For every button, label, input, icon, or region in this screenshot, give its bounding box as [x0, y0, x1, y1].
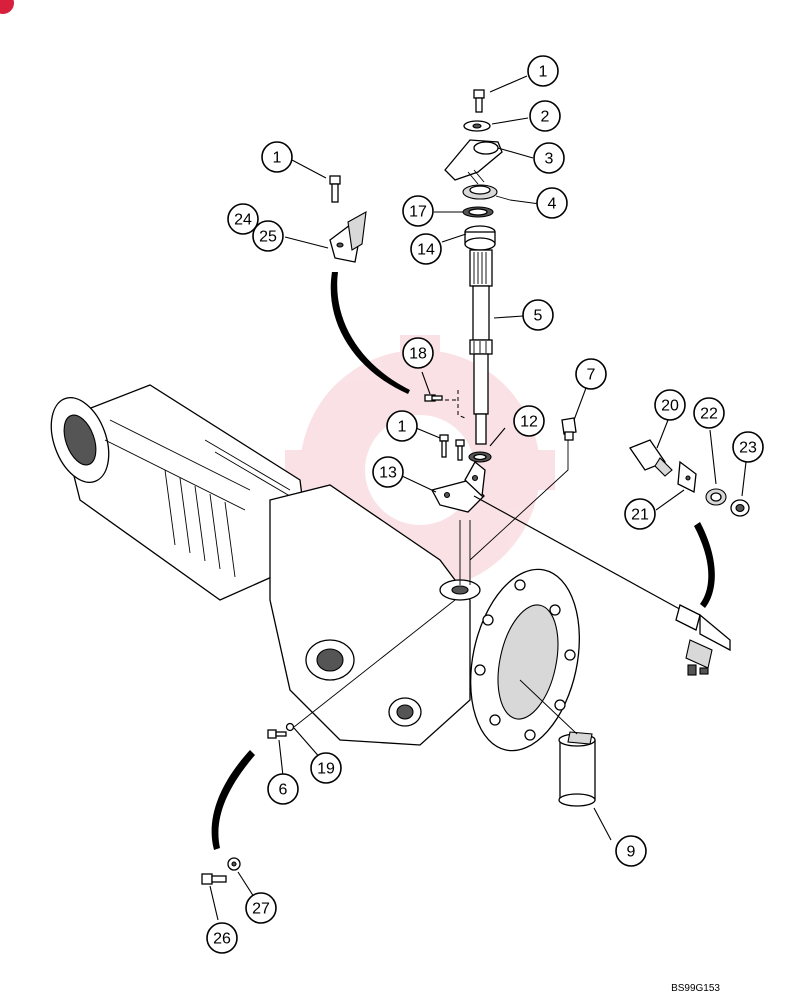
callout-number: 20: [661, 398, 679, 415]
callout-number: 7: [587, 367, 596, 384]
callout-26: 26: [206, 922, 238, 954]
pivot-pin: [558, 731, 596, 807]
callout-circle: [522, 299, 554, 331]
callout-1: 1: [386, 410, 418, 442]
callout-circle: [575, 358, 607, 390]
callout-circle: [227, 203, 259, 235]
callout-6: 6: [267, 773, 299, 805]
callout-3: 3: [533, 142, 565, 174]
shaft-assembly: [444, 89, 511, 585]
callout-circle: [252, 220, 284, 252]
callout-number: 3: [545, 151, 554, 168]
callout-number: 4: [548, 196, 557, 213]
callout-number: 27: [252, 901, 270, 918]
callout-number: 13: [379, 465, 397, 482]
callout-circle: [267, 773, 299, 805]
callout-circle: [624, 498, 656, 530]
callout-number: 18: [409, 346, 427, 363]
callout-2: 2: [529, 100, 561, 132]
callout-24: 24: [227, 203, 259, 235]
callout-19: 19: [310, 752, 342, 784]
callout-circle: [410, 233, 442, 265]
callout-12: 12: [513, 405, 545, 437]
callout-7: 7: [575, 358, 607, 390]
callout-23: 23: [732, 431, 764, 463]
callout-22: 22: [693, 397, 725, 429]
callout-number: 6: [279, 782, 288, 799]
callout-number: 26: [213, 931, 231, 948]
callout-25: 25: [252, 220, 284, 252]
callout-circle: [527, 55, 559, 87]
callout-circle: [372, 456, 404, 488]
mounting-plate-assembly: [424, 390, 486, 513]
callout-number: 21: [631, 507, 649, 524]
callout-18: 18: [402, 337, 434, 369]
callout-20: 20: [654, 389, 686, 421]
callout-circle: [206, 922, 238, 954]
callout-1: 1: [261, 141, 293, 173]
callout-number: 1: [539, 64, 548, 81]
callout-13: 13: [372, 456, 404, 488]
callout-number: 22: [700, 406, 718, 423]
callout-circle: [513, 405, 545, 437]
callout-circle: [654, 389, 686, 421]
drain-plug-assembly: [267, 722, 295, 739]
callout-number: 17: [409, 204, 427, 221]
corner-badge-icon: [0, 0, 14, 14]
leader-lines: [209, 75, 747, 921]
callout-9: 9: [615, 835, 647, 867]
callout-27: 27: [245, 892, 277, 924]
callout-5: 5: [522, 299, 554, 331]
sensor-assembly: [629, 439, 750, 517]
callout-circle: [732, 431, 764, 463]
reference-code: BS99G153: [671, 983, 720, 994]
callout-number: 19: [317, 761, 335, 778]
callout-number: 5: [534, 308, 543, 325]
callout-number: 9: [627, 844, 636, 861]
callout-number: 2: [541, 109, 550, 126]
callout-number: 14: [417, 242, 435, 259]
callout-21: 21: [624, 498, 656, 530]
callout-number: 12: [520, 414, 538, 431]
callout-circle: [245, 892, 277, 924]
bolt-washer-assembly: [201, 857, 241, 885]
callout-1: 1: [527, 55, 559, 87]
callout-circle: [536, 187, 568, 219]
callout-number: 23: [739, 440, 757, 457]
callout-circle: [402, 337, 434, 369]
callout-number: 25: [259, 229, 277, 246]
callout-4: 4: [536, 187, 568, 219]
callout-circle: [615, 835, 647, 867]
callout-circle: [533, 142, 565, 174]
fitting-part: [561, 417, 577, 441]
callout-circle: [402, 195, 434, 227]
axle-housing: [50, 384, 580, 752]
callout-circle: [693, 397, 725, 429]
bracket-assembly: [329, 175, 367, 263]
callout-number: 1: [398, 419, 407, 436]
callout-number: 1: [273, 150, 282, 167]
swoosh-arrows: [211, 272, 715, 850]
callout-14: 14: [410, 233, 442, 265]
callout-circle: [386, 410, 418, 442]
callout-circle: [310, 752, 342, 784]
wire-connector: [473, 495, 731, 676]
callout-circle: [261, 141, 293, 173]
callout-17: 17: [402, 195, 434, 227]
callout-number: 24: [234, 212, 252, 229]
callout-circle: [529, 100, 561, 132]
